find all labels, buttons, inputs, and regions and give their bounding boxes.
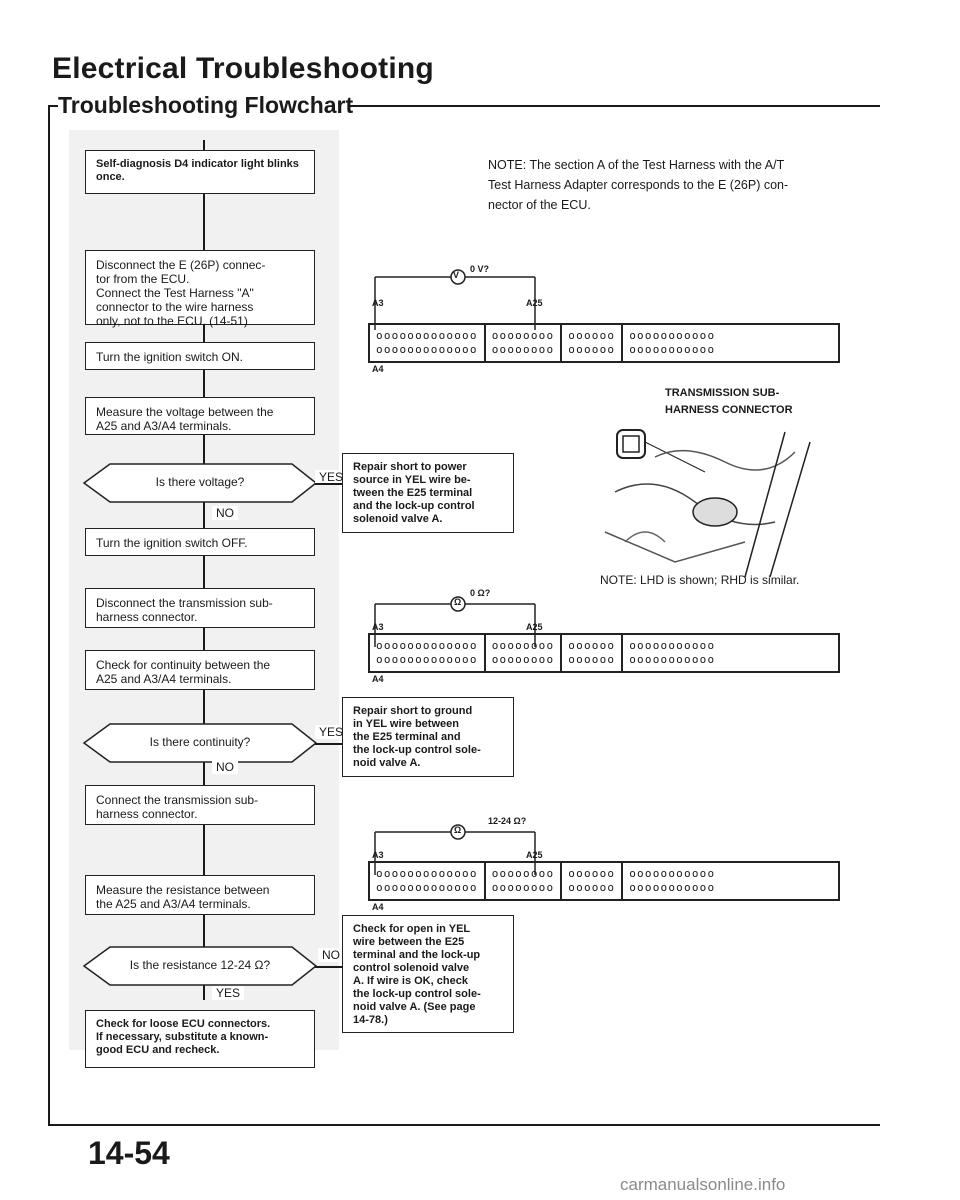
step-measure-voltage: Measure the voltage between the A25 and … bbox=[85, 397, 315, 435]
flow-spine bbox=[203, 140, 205, 1000]
branch-line-3 bbox=[315, 966, 343, 968]
page-border-bottom bbox=[48, 1124, 880, 1126]
meter-symbol-1: V bbox=[453, 270, 460, 280]
branch-line-2 bbox=[315, 743, 343, 745]
terminal-a25-1: A25 bbox=[526, 298, 543, 308]
terminal-a25-2: A25 bbox=[526, 622, 543, 632]
note-lhd: NOTE: LHD is shown; RHD is similar. bbox=[600, 573, 800, 587]
decision-continuity-text: Is there continuity? bbox=[149, 735, 251, 749]
step-connect-subharness: Connect the transmission sub- harness co… bbox=[85, 785, 315, 825]
terminal-a4-1: A4 bbox=[372, 364, 384, 374]
subharness-connector-label: TRANSMISSION SUB- HARNESS CONNECTOR bbox=[665, 387, 793, 416]
no-label-2: NO bbox=[212, 760, 238, 774]
meter-symbol-2: Ω bbox=[454, 597, 462, 607]
meter-reading-1: 0 V? bbox=[470, 264, 490, 274]
page-border-left bbox=[48, 105, 50, 1125]
no-label-1: NO bbox=[212, 506, 238, 520]
watermark: carmanualsonline.info bbox=[620, 1175, 786, 1194]
repair-short-power: Repair short to power source in YEL wire… bbox=[342, 453, 514, 533]
page-number: 14-54 bbox=[88, 1135, 170, 1171]
no-label-3: NO bbox=[318, 948, 344, 962]
terminal-a3-3: A3 bbox=[372, 850, 384, 860]
decision-voltage-text: Is there voltage? bbox=[155, 475, 245, 489]
step-disconnect-subharness: Disconnect the transmission sub- harness… bbox=[85, 588, 315, 628]
meter-symbol-3: Ω bbox=[454, 825, 462, 835]
header-rule bbox=[350, 105, 880, 107]
meter-diagram-2 bbox=[374, 596, 536, 647]
meter-reading-3: 12-24 Ω? bbox=[488, 816, 527, 826]
check-open-yel: Check for open in YEL wire between the E… bbox=[342, 915, 514, 1033]
terminal-a4-2: A4 bbox=[372, 674, 384, 684]
step-measure-resistance: Measure the resistance between the A25 a… bbox=[85, 875, 315, 915]
step-disconnect-ecu: Disconnect the E (26P) connec- tor from … bbox=[85, 250, 315, 328]
terminal-a3-2: A3 bbox=[372, 622, 384, 632]
terminal-a25-3: A25 bbox=[526, 850, 543, 860]
engine-bay-illustration bbox=[604, 429, 811, 578]
terminal-a3-1: A3 bbox=[372, 298, 384, 308]
step-ignition-on: Turn the ignition switch ON. bbox=[85, 342, 315, 370]
meter-diagram-1 bbox=[374, 269, 536, 330]
step-check-ecu: Check for loose ECU connectors. If neces… bbox=[85, 1010, 315, 1068]
yes-label-2: YES bbox=[315, 725, 348, 739]
terminal-a4-3: A4 bbox=[372, 902, 384, 912]
meter-reading-2: 0 Ω? bbox=[470, 588, 491, 598]
step-ignition-off: Turn the ignition switch OFF. bbox=[85, 528, 315, 556]
note-test-harness: NOTE: The section A of the Test Harness … bbox=[488, 158, 789, 212]
decision-resistance-text: Is the resistance 12-24 Ω? bbox=[129, 958, 271, 972]
header-rule-left bbox=[48, 105, 58, 107]
yes-label-1: YES bbox=[315, 470, 348, 484]
step-check-continuity: Check for continuity between the A25 and… bbox=[85, 650, 315, 690]
repair-short-ground: Repair short to ground in YEL wire betwe… bbox=[342, 697, 514, 777]
page-title: Electrical Troubleshooting bbox=[52, 52, 434, 85]
branch-line-1 bbox=[315, 483, 343, 485]
yes-label-3: YES bbox=[212, 986, 245, 1000]
meter-diagram-3 bbox=[374, 824, 536, 875]
section-subtitle: Troubleshooting Flowchart bbox=[58, 92, 354, 118]
step-self-diagnosis: Self-diagnosis D4 indicator light blinks… bbox=[85, 150, 315, 194]
